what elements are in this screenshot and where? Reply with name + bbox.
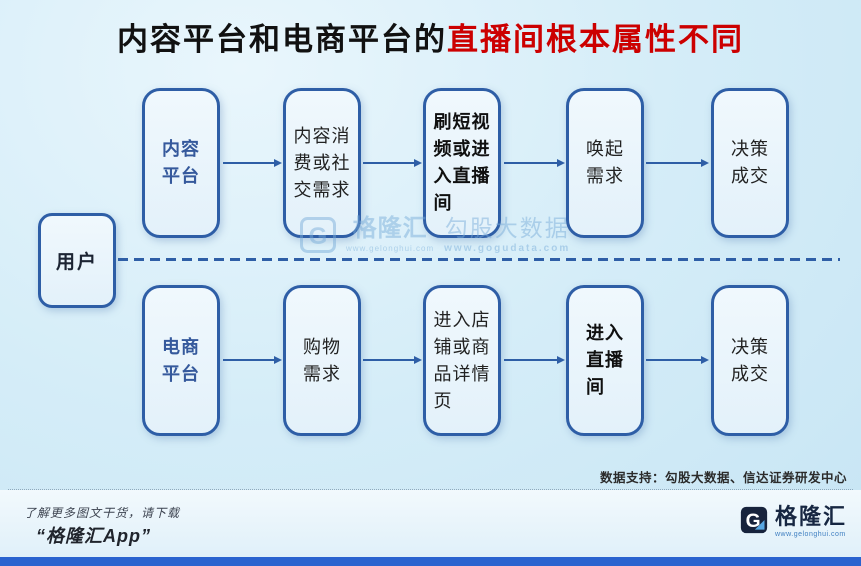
content-need-label: 内容消 费或社 交需求 — [293, 125, 351, 201]
flow-arrow-bottom-3 — [504, 356, 565, 364]
content-need-box: 内容消 费或社 交需求 — [283, 88, 361, 238]
watermark-brand: 格隆汇 — [352, 215, 428, 242]
flow-arrow-bottom-1 — [223, 356, 282, 364]
footer-brand-text-block: 格隆汇 www.gelonghui.com — [774, 504, 847, 539]
footer-background — [0, 490, 861, 557]
shopping-need-box: 购物 需求 — [283, 285, 361, 436]
data-source-note: 数据支持：勾股大数据、信达证券研发中心 — [599, 471, 847, 485]
flow-arrow-bottom-4 — [646, 356, 709, 364]
user-box: 用户 — [38, 213, 116, 308]
store-detail-label: 进入店 铺或商 品详情 页 — [433, 309, 491, 412]
deal-box-top: 决策 成交 — [711, 88, 789, 238]
gelonghui-logo-icon: G — [740, 506, 768, 534]
deal-label-top: 决策 成交 — [731, 139, 769, 187]
store-detail-box: 进入店 铺或商 品详情 页 — [423, 285, 501, 436]
short-video-entry-label: 刷短视 频或进 入直播 间 — [433, 112, 491, 214]
deal-box-bottom: 决策 成交 — [711, 285, 789, 436]
arouse-demand-label: 唤起 需求 — [586, 139, 624, 187]
enter-liveroom-box: 进入 直播 间 — [566, 285, 644, 436]
enter-liveroom-label: 进入 直播 间 — [586, 323, 624, 398]
footer-promo-line2: “格隆汇App” — [36, 526, 151, 546]
footer-separator — [8, 489, 853, 490]
footer-brand-block: G 格隆汇 www.gelonghui.com — [740, 506, 847, 538]
flow-arrow-top-2 — [363, 159, 422, 167]
ecommerce-platform-box: 电商 平台 — [142, 285, 220, 436]
watermark-brand-url: www.gelonghui.com — [346, 244, 435, 253]
user-box-label: 用户 — [55, 251, 98, 273]
footer-brand-url: www.gelonghui.com — [774, 531, 846, 538]
short-video-entry-box: 刷短视 频或进 入直播 间 — [423, 88, 501, 238]
footer-brand-name: 格隆汇 — [774, 504, 847, 529]
flow-arrow-top-3 — [504, 159, 565, 167]
content-platform-label: 内容 平台 — [162, 139, 200, 187]
ecommerce-platform-label: 电商 平台 — [162, 336, 200, 385]
deal-label-bottom: 决策 成交 — [731, 336, 769, 385]
title-highlight-part: 直播间根本属性不同 — [447, 22, 744, 57]
svg-text:G: G — [746, 511, 761, 532]
title-normal-part: 内容平台和电商平台的 — [117, 22, 447, 57]
flow-arrow-top-4 — [646, 159, 709, 167]
arouse-demand-box: 唤起 需求 — [566, 88, 644, 238]
footer-promo-line1: 了解更多图文干货，请下载 — [24, 506, 181, 520]
flow-arrow-top-1 — [223, 159, 282, 167]
user-dashed-connector — [118, 258, 840, 261]
shopping-need-label: 购物 需求 — [303, 336, 341, 385]
watermark-product-url: www.gogudata.com — [444, 243, 571, 254]
bottom-accent-bar — [0, 557, 861, 566]
flow-arrow-bottom-2 — [363, 356, 422, 364]
chart-title: 内容平台和电商平台的直播间根本属性不同 — [0, 14, 861, 59]
content-platform-box: 内容 平台 — [142, 88, 220, 238]
